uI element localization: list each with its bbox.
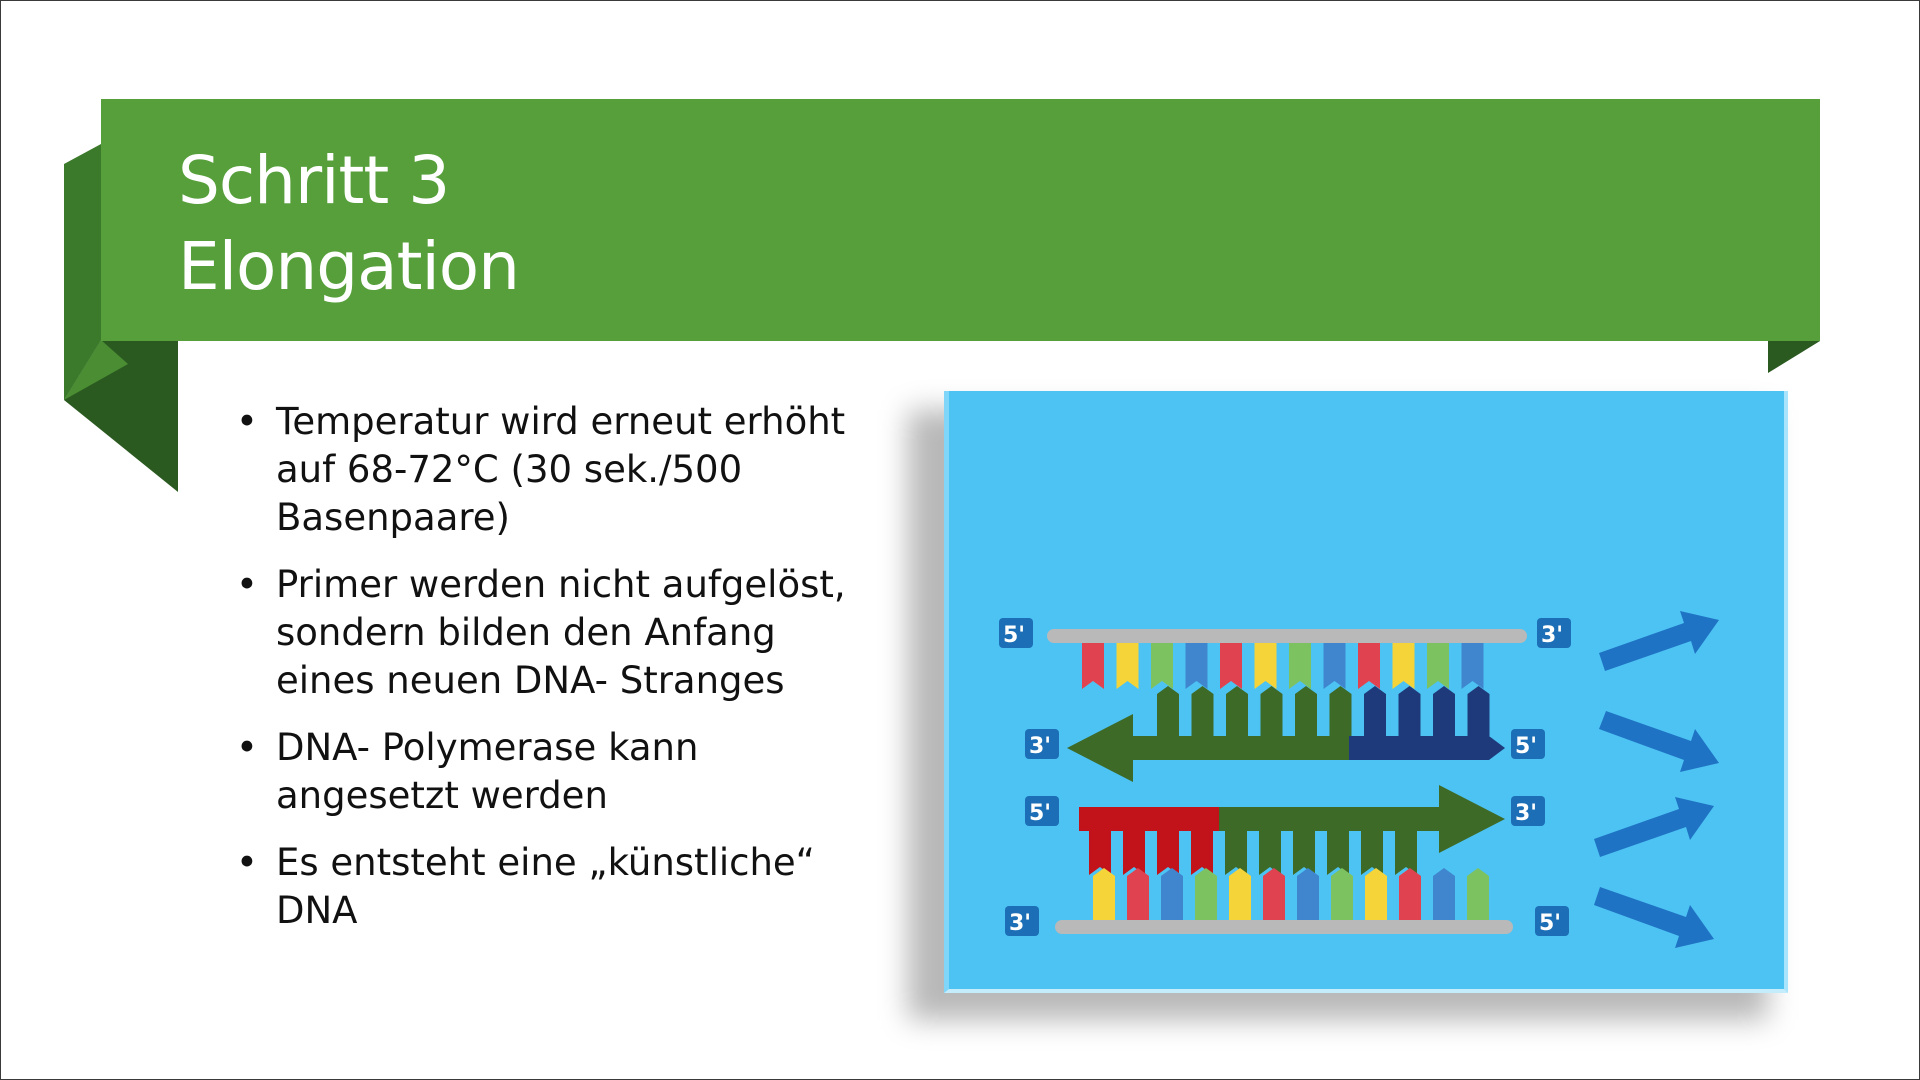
new-strand-right: [1079, 785, 1505, 875]
bullet-text: DNA- Polymerase kann angesetzt werden: [276, 726, 699, 817]
ribbon-right-fold: [1768, 341, 1820, 373]
base-block: [1191, 831, 1213, 875]
new-strand-left: [1067, 686, 1505, 782]
pcr-elongation-figure: 5' 3' 3' 5' 5' 3' 3' 5': [944, 391, 1788, 993]
base-block: [1229, 868, 1251, 920]
bullet-text: Primer werden nicht aufgelöst, sondern b…: [276, 563, 846, 702]
base-block: [1329, 686, 1352, 736]
base-block: [1364, 686, 1386, 736]
label-text: 5': [1515, 734, 1537, 759]
end-label-5prime: 5': [1025, 796, 1059, 826]
bullet-list: • Temperatur wird erneut erhöht auf 68-7…: [236, 398, 876, 954]
slide-title: Schritt 3 Elongation: [178, 138, 520, 310]
end-label-3prime: 3': [1511, 796, 1545, 826]
title-line-1: Schritt 3: [178, 142, 450, 219]
bullet-text: Temperatur wird erneut erhöht auf 68-72°…: [276, 400, 846, 539]
bullet-text: Es entsteht eine „künstliche“ DNA: [276, 841, 815, 932]
base-block: [1263, 868, 1285, 920]
base-block: [1461, 643, 1484, 689]
primer-segment: [1079, 807, 1219, 831]
bullet-item: • Primer werden nicht aufgelöst, sondern…: [236, 561, 876, 705]
template-strand-bottom: [1055, 920, 1513, 934]
base-block: [1399, 868, 1421, 920]
base-block: [1157, 686, 1179, 736]
base-block: [1323, 643, 1346, 689]
bullet-dot: •: [236, 400, 258, 443]
bullet-dot: •: [236, 841, 258, 884]
strand-tip: [1489, 736, 1505, 760]
base-block: [1123, 831, 1145, 875]
strand-arrow: [1219, 785, 1505, 853]
arrow-icon: [1594, 797, 1714, 857]
label-text: 3': [1515, 801, 1537, 826]
base-block: [1293, 831, 1315, 875]
bullet-dot: •: [236, 563, 258, 606]
base-block: [1297, 868, 1319, 920]
base-block: [1185, 643, 1208, 689]
base-block: [1327, 831, 1349, 875]
end-label-5prime: 5': [1535, 906, 1569, 936]
end-label-3prime: 3': [1537, 618, 1571, 648]
base-block: [1398, 686, 1421, 736]
base-block: [1157, 831, 1179, 875]
label-text: 3': [1541, 623, 1563, 648]
template-bases-top: [1082, 643, 1484, 689]
base-block: [1392, 643, 1415, 689]
strand-arrow: [1067, 714, 1349, 782]
base-block: [1195, 868, 1217, 920]
ribbon-left-fold: [64, 144, 178, 492]
base-block: [1289, 643, 1311, 689]
primer-segment: [1349, 736, 1489, 760]
arrow-icon: [1599, 711, 1719, 772]
base-block: [1295, 686, 1317, 736]
base-block: [1191, 686, 1214, 736]
label-text: 3': [1009, 911, 1031, 936]
base-block: [1395, 831, 1417, 875]
base-block: [1358, 643, 1380, 689]
base-block: [1467, 868, 1489, 920]
title-banner: [101, 99, 1820, 341]
label-text: 5': [1003, 623, 1025, 648]
base-block: [1467, 686, 1490, 736]
template-strand-top: [1047, 629, 1527, 643]
base-block: [1427, 643, 1449, 689]
base-block: [1089, 831, 1111, 875]
bullet-dot: •: [236, 726, 258, 769]
base-block: [1082, 643, 1104, 689]
base-block: [1433, 686, 1455, 736]
base-block: [1433, 868, 1455, 920]
label-text: 5': [1539, 911, 1561, 936]
bullet-item: • DNA- Polymerase kann angesetzt werden: [236, 724, 876, 820]
base-block: [1161, 868, 1183, 920]
base-block: [1365, 868, 1387, 920]
base-block: [1116, 643, 1139, 689]
bullet-item: • Temperatur wird erneut erhöht auf 68-7…: [236, 398, 876, 542]
base-block: [1331, 868, 1353, 920]
base-block: [1260, 686, 1283, 736]
base-block: [1093, 868, 1115, 920]
end-label-3prime: 3': [1005, 906, 1039, 936]
base-block: [1254, 643, 1277, 689]
base-block: [1361, 831, 1383, 875]
arrow-icon: [1599, 611, 1719, 671]
arrow-icon: [1594, 887, 1714, 948]
end-label-5prime: 5': [1511, 729, 1545, 759]
title-line-2: Elongation: [178, 228, 520, 305]
end-label-5prime: 5': [999, 618, 1033, 648]
bullet-item: • Es entsteht eine „künstliche“ DNA: [236, 839, 876, 935]
base-block: [1225, 831, 1247, 875]
label-text: 3': [1029, 734, 1051, 759]
base-block: [1259, 831, 1281, 875]
base-block: [1220, 643, 1242, 689]
dna-diagram: 5' 3' 3' 5' 5' 3' 3' 5': [999, 611, 1719, 948]
label-text: 5': [1029, 801, 1051, 826]
base-block: [1127, 868, 1149, 920]
base-block: [1226, 686, 1248, 736]
template-bases-bottom: [1093, 868, 1489, 920]
end-label-3prime: 3': [1025, 729, 1059, 759]
base-block: [1151, 643, 1173, 689]
